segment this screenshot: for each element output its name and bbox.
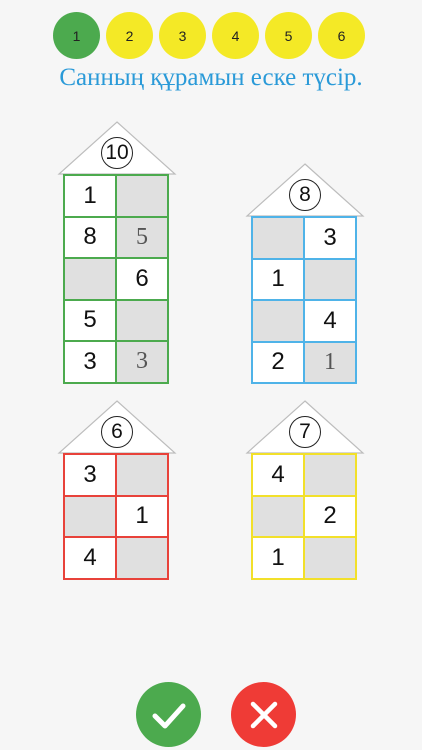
house-number: 8 — [289, 179, 321, 211]
house-cell: 4 — [252, 454, 304, 496]
house-cell[interactable] — [64, 258, 116, 300]
step-label: 4 — [231, 27, 240, 44]
step-4[interactable]: 4 — [212, 12, 259, 59]
step-3[interactable]: 3 — [159, 12, 206, 59]
house-cell: 1 — [252, 258, 304, 300]
house-cell[interactable]: 1 — [304, 341, 356, 383]
house-cell: 2 — [304, 495, 356, 537]
house-cell: 5 — [64, 299, 116, 341]
house-cell[interactable] — [304, 258, 356, 300]
step-label: 6 — [337, 27, 346, 44]
step-6[interactable]: 6 — [318, 12, 365, 59]
step-indicator: 1 2 3 4 5 6 — [53, 12, 365, 59]
house-cell: 1 — [116, 495, 168, 537]
house-cell: 4 — [64, 537, 116, 579]
house-cell[interactable] — [116, 175, 168, 217]
house-cell: 6 — [116, 258, 168, 300]
house-cell: 1 — [252, 537, 304, 579]
house-cell[interactable] — [304, 537, 356, 579]
house-cell: 1 — [64, 175, 116, 217]
cancel-button[interactable] — [231, 682, 296, 747]
house-cell: 4 — [304, 300, 356, 342]
house-number: 6 — [101, 416, 133, 448]
step-label: 1 — [72, 27, 81, 44]
house-cell: 3 — [64, 454, 116, 496]
house-cell[interactable] — [116, 537, 168, 579]
house-cell[interactable] — [116, 454, 168, 496]
house-cell[interactable] — [64, 495, 116, 537]
check-icon — [152, 703, 185, 728]
step-label: 3 — [178, 27, 187, 44]
close-icon — [250, 701, 277, 728]
house-cell[interactable] — [252, 217, 304, 259]
house-cell[interactable] — [116, 299, 168, 341]
step-5[interactable]: 5 — [265, 12, 312, 59]
house-cell[interactable] — [304, 454, 356, 496]
step-label: 2 — [125, 27, 134, 44]
house-number: 7 — [289, 416, 321, 448]
house-cell[interactable] — [252, 495, 304, 537]
house-cell[interactable]: 3 — [116, 341, 168, 383]
step-label: 5 — [284, 27, 293, 44]
house-cell: 8 — [64, 216, 116, 258]
house-cell[interactable] — [252, 300, 304, 342]
house-cell[interactable]: 5 — [116, 216, 168, 258]
step-1[interactable]: 1 — [53, 12, 100, 59]
house-cell: 2 — [252, 341, 304, 383]
step-2[interactable]: 2 — [106, 12, 153, 59]
page-title: Санның құрамын еске түсір. — [59, 64, 363, 91]
house-cell: 3 — [304, 217, 356, 259]
confirm-button[interactable] — [136, 682, 201, 747]
house-number: 10 — [101, 137, 133, 169]
house-cell: 3 — [64, 341, 116, 383]
